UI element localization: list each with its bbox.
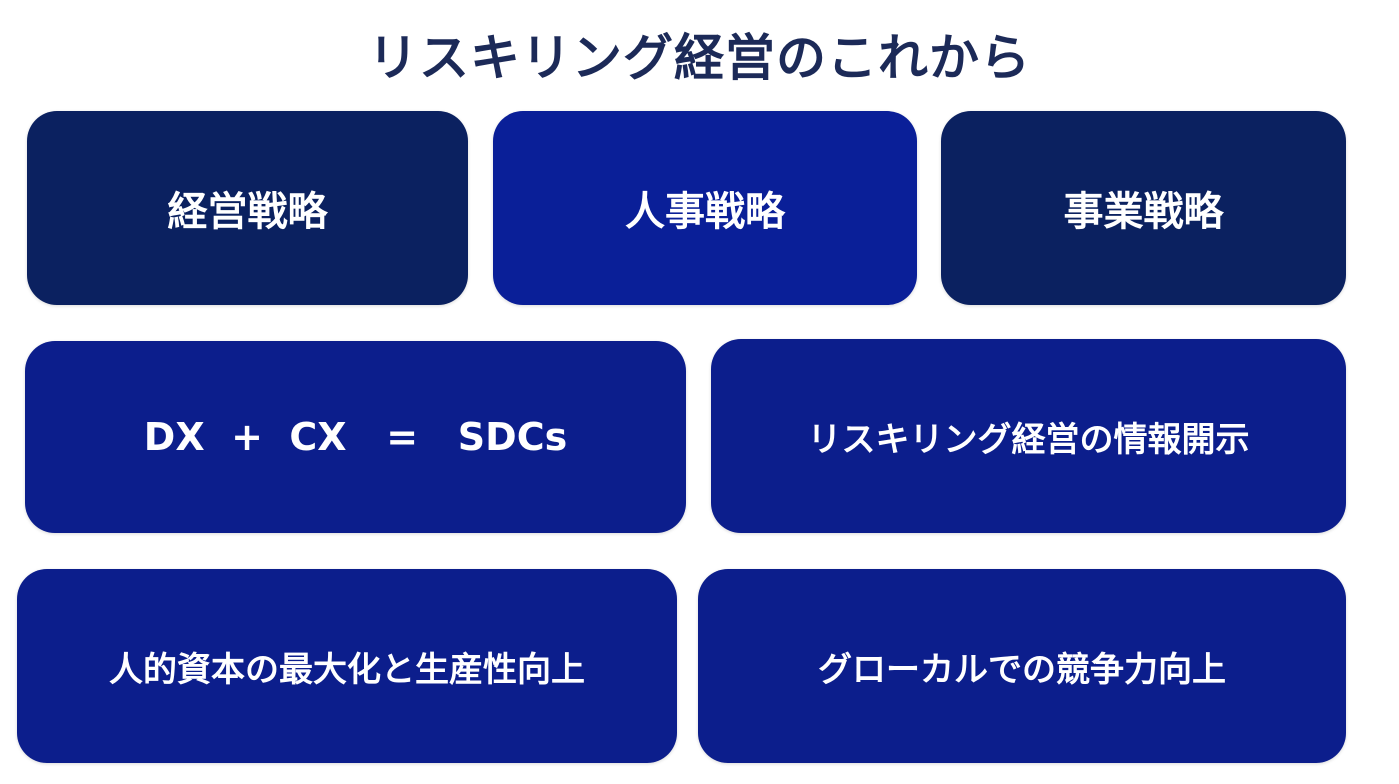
slide-title: リスキリング経営のこれから: [368, 29, 1031, 87]
box-management-strategy: 経営戦略: [27, 111, 468, 305]
box-disclosure: リスキリング経営の情報開示: [711, 339, 1346, 533]
box-label: グローカルでの競争力向上: [818, 649, 1226, 690]
box-business-strategy: 事業戦略: [941, 111, 1346, 305]
box-human-capital: 人的資本の最大化と生産性向上: [17, 569, 677, 763]
box-label: DX + CX = SDCs: [143, 415, 568, 459]
box-label: 経営戦略: [167, 189, 328, 235]
box-label: 人事戦略: [625, 189, 785, 235]
box-label: 人的資本の最大化と生産性向上: [109, 649, 585, 690]
box-hr-strategy: 人事戦略: [493, 111, 917, 305]
box-dx-cx-sdcs: DX + CX = SDCs: [25, 341, 686, 533]
box-label: 事業戦略: [1063, 189, 1224, 235]
box-label: リスキリング経営の情報開示: [807, 419, 1250, 460]
box-glocal-competitiveness: グローカルでの競争力向上: [698, 569, 1346, 763]
